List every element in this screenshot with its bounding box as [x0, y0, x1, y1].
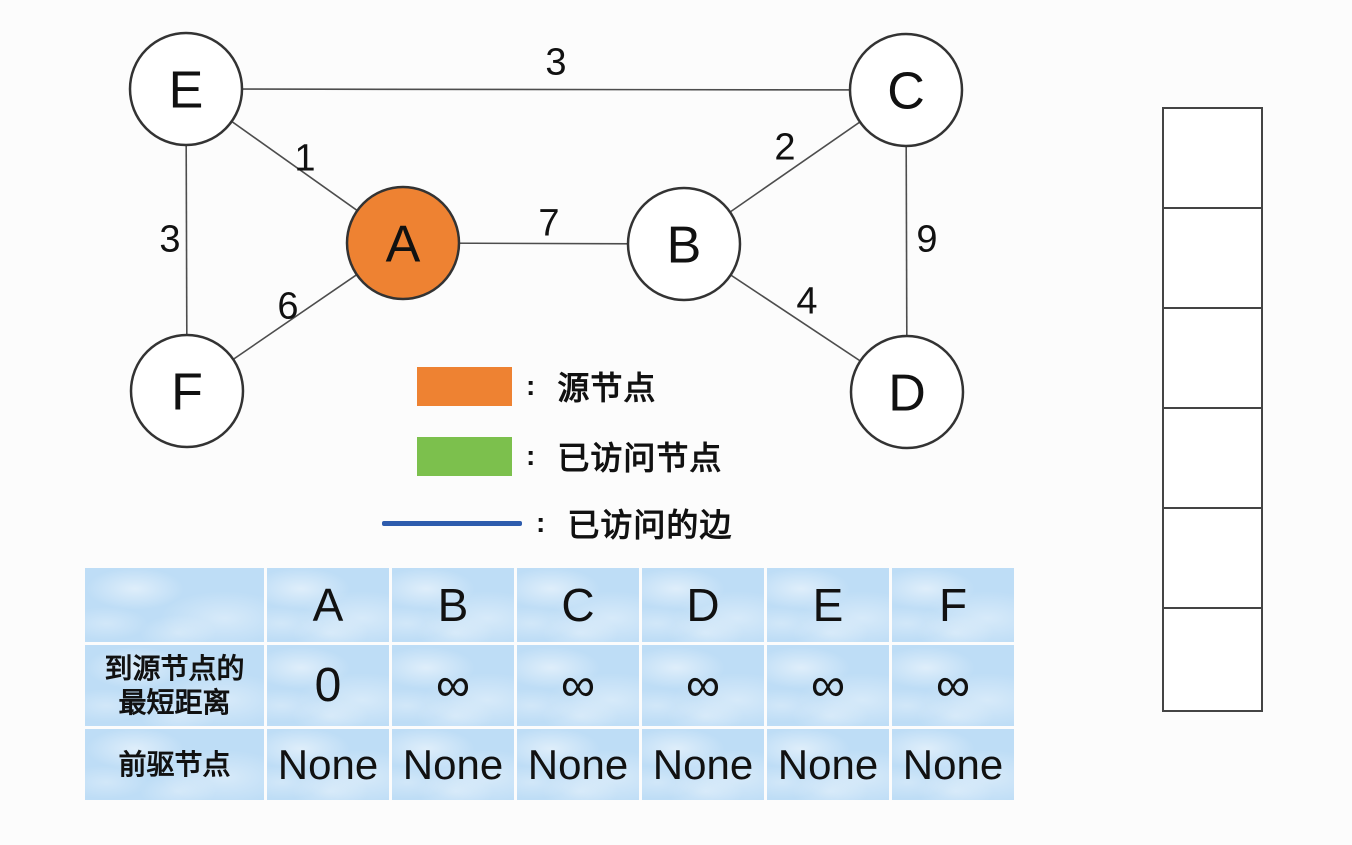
node-E-label: E	[169, 62, 204, 120]
edge-C-D-weight: 9	[916, 218, 937, 260]
cell-predecessor-D: None	[642, 729, 764, 800]
cell-distance-C: ∞	[517, 645, 639, 726]
legend-label-visited-edge: 已访问的边	[567, 507, 733, 543]
graph: 3 1 3 6 7 2 4 9 E C A B F D	[128, 31, 965, 450]
queue-stack	[1162, 107, 1263, 712]
edge-E-C	[185, 88, 907, 91]
legend-colon: :	[526, 440, 536, 471]
legend-colon: :	[526, 370, 536, 401]
node-B	[626, 186, 742, 302]
edge-E-F-weight: 3	[159, 218, 180, 260]
table-col-header-A: A	[267, 568, 389, 642]
visited-edge-line-swatch	[382, 520, 522, 526]
visited-node-swatch	[417, 436, 512, 476]
cell-distance-F: ∞	[892, 645, 1014, 726]
cell-distance-E: ∞	[767, 645, 889, 726]
cell-distance-B: ∞	[392, 645, 514, 726]
cell-predecessor-F: None	[892, 729, 1014, 800]
node-C	[848, 32, 964, 148]
node-C-label: C	[887, 63, 925, 121]
queue-cell-2	[1164, 209, 1261, 309]
edge-A-B-weight: 7	[538, 202, 559, 244]
cell-predecessor-C: None	[517, 729, 639, 800]
legend-label-visited-node: 已访问节点	[557, 440, 723, 476]
cell-distance-D: ∞	[642, 645, 764, 726]
cell-predecessor-E: None	[767, 729, 889, 800]
node-D-label: D	[888, 365, 926, 423]
node-E	[128, 31, 244, 147]
node-D	[849, 334, 965, 450]
legend-colon: :	[536, 507, 546, 538]
queue-cell-5	[1164, 509, 1261, 609]
edge-B-D-weight: 4	[796, 280, 817, 322]
legend-label-source-node: 源节点	[557, 370, 657, 406]
queue-cell-3	[1164, 309, 1261, 409]
legend-item-visited-node: : 已访问节点	[417, 436, 722, 476]
edge-E-A-weight: 1	[294, 137, 315, 179]
row-label-distance: 到源节点的 最短距离	[85, 645, 264, 726]
source-node-swatch	[417, 366, 512, 406]
table-col-header-B: B	[392, 568, 514, 642]
edge-E-C-weight: 3	[545, 41, 566, 83]
table-col-header-E: E	[767, 568, 889, 642]
edge-B-C-weight: 2	[774, 126, 795, 168]
cell-distance-A: 0	[267, 645, 389, 726]
cell-predecessor-B: None	[392, 729, 514, 800]
table-col-header-C: C	[517, 568, 639, 642]
node-A-label: A	[386, 216, 421, 274]
node-F	[129, 333, 245, 449]
legend-item-visited-edge: : 已访问的边	[382, 505, 732, 543]
node-B-label: B	[667, 217, 702, 275]
queue-cell-1	[1164, 109, 1261, 209]
table-corner-cell	[85, 568, 264, 642]
node-A	[345, 185, 461, 301]
queue-cell-4	[1164, 409, 1261, 509]
cell-predecessor-A: None	[267, 729, 389, 800]
edge-A-F-weight: 6	[277, 285, 298, 327]
table-col-header-F: F	[892, 568, 1014, 642]
table-col-header-D: D	[642, 568, 764, 642]
row-label-predecessor: 前驱节点	[85, 729, 264, 800]
node-F-label: F	[171, 364, 203, 422]
legend-item-source-node: : 源节点	[417, 366, 656, 406]
queue-cell-6	[1164, 609, 1261, 710]
